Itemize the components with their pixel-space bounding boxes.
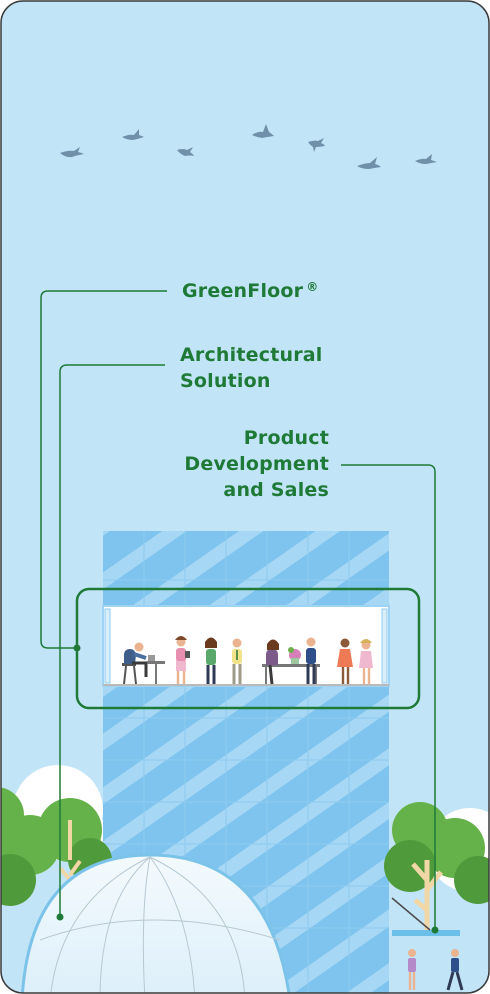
greenfloor-text: GreenFloor: [182, 280, 304, 302]
callout-line-greenfloor: [40, 290, 167, 649]
bird-icon: [357, 157, 381, 169]
trees-left: [1, 787, 112, 906]
person-with-tablet: [175, 636, 190, 684]
bird-icon: [252, 124, 274, 138]
glass-dome: [20, 853, 292, 993]
registered-mark: ®: [306, 280, 319, 294]
callout-lines: [40, 290, 436, 930]
label-line: Development: [184, 453, 329, 475]
pedestrians: [408, 949, 464, 991]
meeting-table: [262, 639, 320, 685]
trees-right: [384, 802, 489, 930]
label-greenfloor: GreenFloor®: [182, 278, 318, 304]
label-line: Product: [243, 427, 329, 449]
bird-icon: [122, 129, 144, 140]
person-green-shirt: [205, 637, 217, 684]
office-floor-interior: [102, 605, 390, 687]
bird-icon: [308, 138, 325, 152]
callout-line-product: [341, 464, 436, 930]
label-line: Architectural: [180, 344, 323, 366]
bird-icon: [415, 154, 437, 164]
bird-icon: [177, 147, 194, 156]
bird-icon: [60, 147, 84, 158]
person-pink-dress: [359, 639, 373, 684]
label-line: and Sales: [223, 479, 329, 501]
walkway: [391, 897, 460, 936]
label-architectural-solution: Architectural Solution: [180, 342, 323, 394]
person-orange-dress: [337, 638, 353, 684]
greenfloor-highlight-box: [75, 587, 421, 710]
label-product-development-sales: Product Development and Sales: [184, 425, 329, 503]
callout-line-architectural: [59, 364, 165, 917]
callout-dot-product: [431, 926, 439, 934]
person-at-desk: [122, 642, 165, 685]
person-blue-suit: [306, 637, 316, 684]
callout-dot-architectural: [56, 913, 64, 921]
birds-flock: [60, 124, 437, 169]
label-line: Solution: [180, 370, 271, 392]
person-yellow-shirt: [232, 638, 242, 684]
